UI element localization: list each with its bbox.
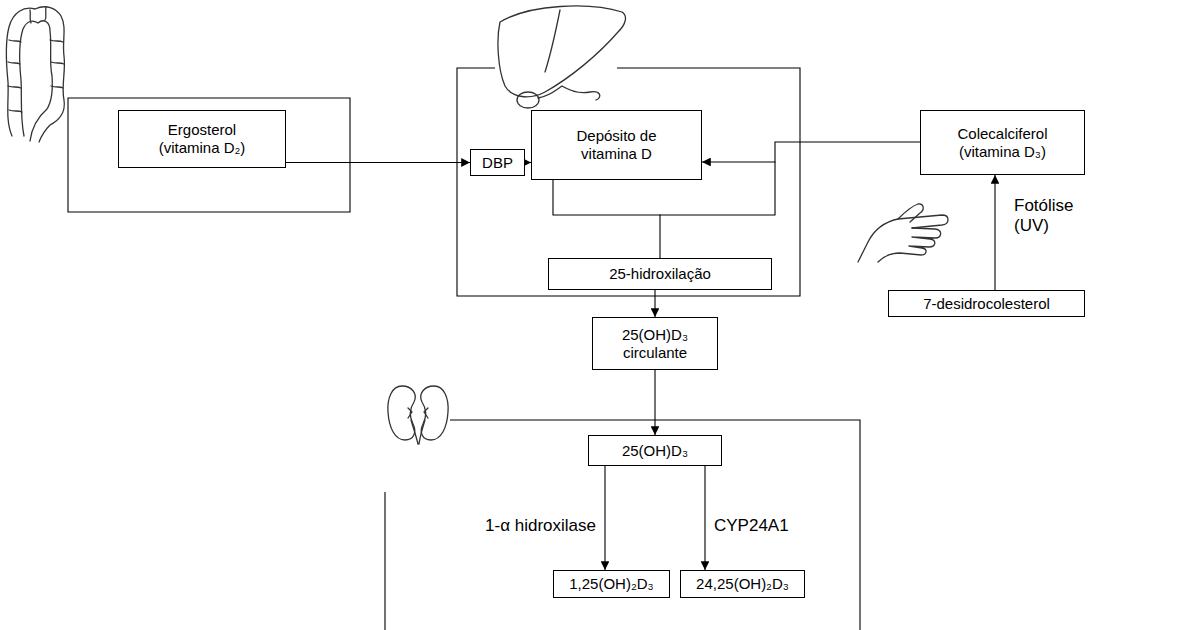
node-text: 7-desidrocolesterol (897, 295, 1076, 313)
region-outline-path (68, 98, 350, 212)
edge-label-holder: Fotólise (UV) (1014, 196, 1080, 237)
process-box: Ergosterol (vitamina D₂) (118, 110, 286, 168)
process-box: 25(OH)D₃ circulante (592, 317, 718, 370)
node-text: 25(OH)D₃ circulante (611, 326, 699, 362)
edge-label-holder: CYP24A1 (714, 516, 814, 536)
node-text: Ergosterol (vitamina D₂) (147, 121, 257, 157)
process-box: 24,25(OH)₂D₃ (680, 570, 805, 598)
connector-arrow (604, 466, 605, 570)
connector-arrow (286, 162, 470, 163)
node-text: 25(OH)D₃ (597, 442, 713, 460)
node-text: 1,25(OH)₂D₃ (560, 575, 663, 593)
connector-arrow (702, 142, 920, 162)
process-box: DBP (470, 149, 525, 176)
process-box: 1,25(OH)₂D₃ (553, 570, 670, 598)
process-box: 25(OH)D₃ (588, 435, 722, 466)
process-box: Depósito de vitamina D (531, 110, 702, 180)
process-box: 25-hidroxilação (548, 258, 772, 290)
hand-icon (858, 204, 948, 262)
organ-region: DBP Depósito de vitamina D 25-hidroxilação (457, 68, 800, 296)
kidney-icon (388, 386, 448, 444)
edge-label-holder: 1-α hidroxilase (460, 516, 596, 536)
node-text: Colecalciferol (vitamina D₃) (949, 125, 1056, 161)
node-text: 25-hidroxilação (559, 265, 761, 283)
liver-icon (498, 6, 626, 108)
edge-label: 1-α hidroxilase (485, 516, 596, 536)
connector-arrow (654, 290, 655, 317)
process-box: Colecalciferol (vitamina D₃) (920, 110, 1085, 175)
process-box: 7-desidrocolesterol (888, 290, 1085, 317)
connector-arrow (994, 175, 995, 290)
organ-region: Ergosterol (vitamina D₂) (68, 98, 350, 212)
connector-arrow (704, 466, 705, 570)
node-text: 24,25(OH)₂D₃ (687, 575, 798, 593)
region-outline-path (457, 68, 800, 296)
connector-arrow (654, 370, 655, 435)
organ-region: 25(OH)D₃ 1,25(OH)₂D₃ 24,25(OH)₂D₃ (385, 420, 860, 630)
node-text: DBP (477, 154, 518, 172)
node-text: Depósito de vitamina D (562, 127, 671, 163)
region-outline-path (385, 420, 860, 630)
edge-label: CYP24A1 (714, 516, 789, 536)
edge-label: Fotólise (UV) (1014, 196, 1080, 237)
intestine-icon (6, 7, 64, 142)
